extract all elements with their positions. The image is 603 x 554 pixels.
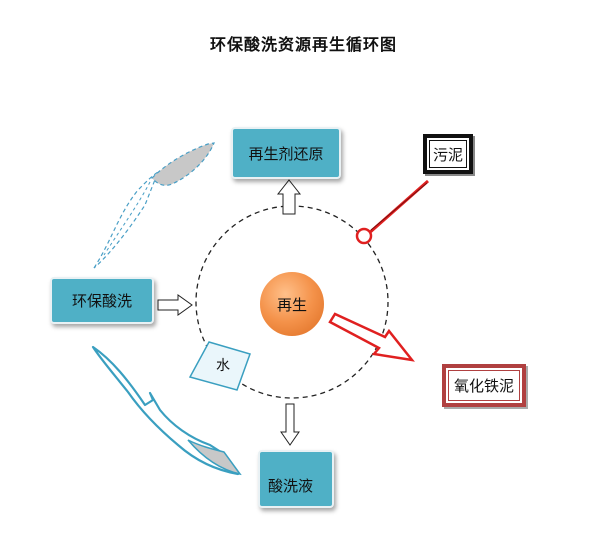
node-regenerant-reduction-label: 再生剂还原 <box>248 144 324 163</box>
iron-oxide-inner-border <box>448 370 520 401</box>
flow-shape-lower-solid <box>91 345 240 476</box>
water-rhombus <box>188 341 251 391</box>
water-label: 水 <box>216 358 230 374</box>
center-regeneration-circle <box>258 270 326 338</box>
node-eco-pickling: 环保酸洗 <box>50 277 154 324</box>
node-sludge-label: 污泥 <box>432 145 463 164</box>
flow-shape-upper-dashed <box>93 170 160 269</box>
center-label: 再生 <box>276 295 307 314</box>
arrow-down-to-pickling-liquid <box>280 403 300 446</box>
flow-shape-upper-gray <box>151 142 215 186</box>
node-iron-oxide-sludge-label: 氧化铁泥 <box>453 377 514 395</box>
arrow-up-to-regenerant <box>276 179 302 215</box>
arrow-right-to-ring <box>157 294 193 316</box>
sludge-inner-border <box>429 140 467 168</box>
node-regenerant-reduction: 再生剂还原 <box>231 127 341 179</box>
flow-shape-lower-gray <box>187 439 242 476</box>
node-pickling-liquid: 酸洗液 <box>258 450 334 508</box>
node-pickling-liquid-label: 酸洗液 <box>268 477 314 495</box>
flow-shape-upper-inner <box>103 181 151 256</box>
arrow-red-to-iron-oxide <box>328 312 415 362</box>
node-iron-oxide-sludge: 氧化铁泥 <box>442 364 526 407</box>
sludge-line-marker <box>355 227 373 245</box>
node-eco-pickling-label: 环保酸洗 <box>71 292 132 310</box>
diagram-title: 环保酸洗资源再生循环图 <box>209 35 397 54</box>
node-sludge: 污泥 <box>423 134 473 174</box>
